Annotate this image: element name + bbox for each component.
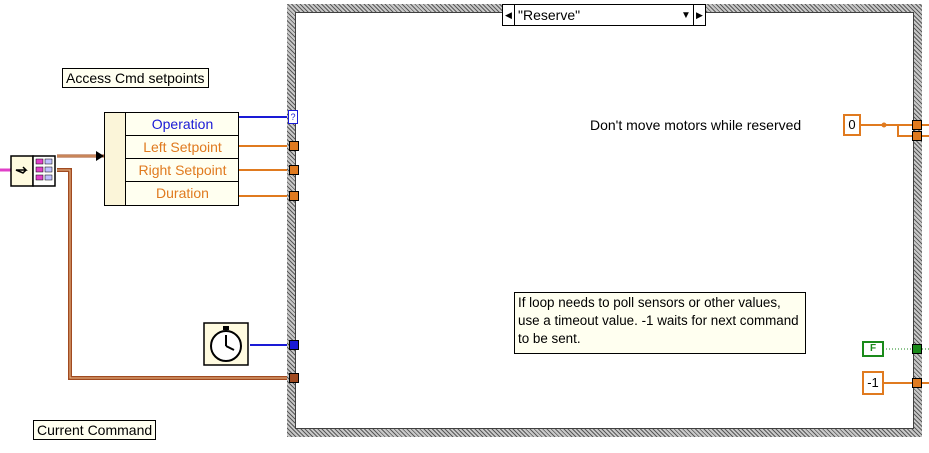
decrement-case-icon[interactable]: ◀ — [503, 5, 515, 25]
cluster-node[interactable] — [10, 155, 56, 187]
stopwatch-icon — [203, 322, 249, 366]
timeout-output-tunnel[interactable] — [912, 378, 922, 388]
wire-arrow — [96, 151, 104, 161]
access-cmd-label: Access Cmd setpoints — [62, 68, 209, 88]
case-structure[interactable] — [287, 4, 922, 437]
dropdown-icon[interactable]: ▼ — [681, 9, 691, 21]
bool-constant[interactable]: F — [862, 341, 884, 357]
bool-output-tunnel[interactable] — [912, 344, 922, 354]
timeout-constant[interactable]: -1 — [862, 371, 884, 395]
right-setpoint-tunnel[interactable] — [289, 165, 299, 175]
duration-tunnel[interactable] — [289, 191, 299, 201]
left-output-tunnel[interactable] — [912, 120, 922, 130]
current-command-label: Current Command — [33, 420, 157, 440]
unbundle-item-operation[interactable]: Operation — [126, 113, 239, 136]
unbundle-item-duration[interactable]: Duration — [126, 182, 239, 205]
reserve-constant[interactable]: 0 — [843, 114, 861, 136]
reserve-label: Don't move motors while reserved — [590, 117, 802, 133]
wait-node[interactable] — [203, 322, 249, 366]
unbundle-item-right-setpoint[interactable]: Right Setpoint — [126, 159, 239, 182]
unbundle-by-name[interactable]: Operation Left Setpoint Right Setpoint D… — [104, 112, 239, 206]
timeout-comment: If loop needs to poll sensors or other v… — [514, 292, 806, 354]
right-setpoint-label: Right Setpoint — [138, 162, 227, 178]
unbundle-item-left-setpoint[interactable]: Left Setpoint — [126, 136, 239, 159]
timer-tunnel[interactable] — [289, 340, 299, 350]
right-output-tunnel[interactable] — [912, 131, 922, 141]
cluster-icon — [10, 155, 56, 187]
left-setpoint-tunnel[interactable] — [289, 141, 299, 151]
duration-label: Duration — [156, 185, 209, 201]
unbundle-input-stub — [105, 113, 126, 205]
case-selector[interactable]: ◀ "Reserve" ▼ ▶ — [502, 4, 706, 26]
left-setpoint-label: Left Setpoint — [143, 139, 222, 155]
operation-label: Operation — [151, 116, 214, 132]
operation-tunnel[interactable]: ? — [288, 110, 298, 124]
cluster-tunnel[interactable] — [289, 373, 299, 383]
increment-case-icon[interactable]: ▶ — [693, 5, 705, 25]
case-selector-value: "Reserve" — [518, 7, 581, 23]
